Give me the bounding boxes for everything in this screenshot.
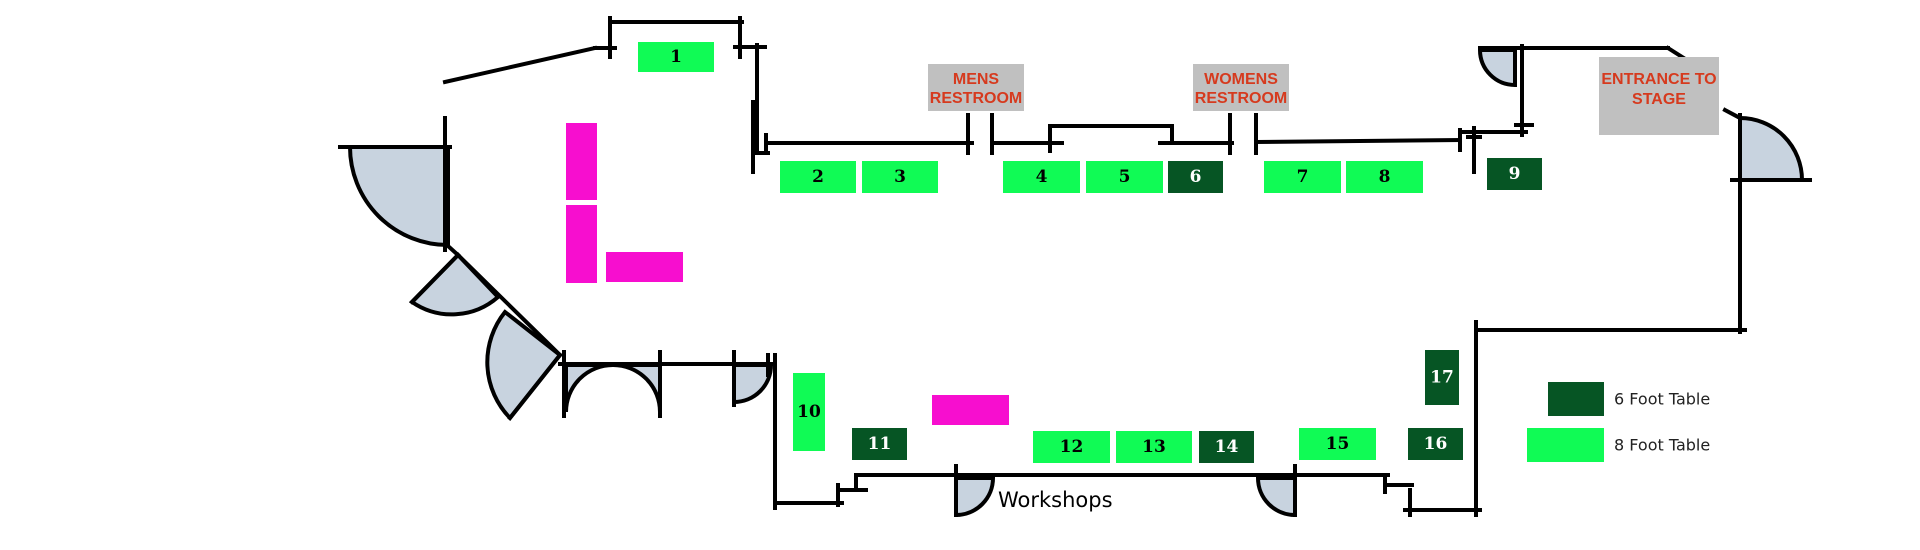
table-10 [793, 373, 825, 451]
doors [347, 48, 1517, 518]
table-number-label: 12 [1060, 437, 1084, 457]
table-15 [1299, 428, 1376, 460]
table-number-label: 2 [812, 167, 824, 187]
legend-swatch-six-foot [1548, 382, 1604, 416]
table-number-label: 9 [1509, 164, 1521, 184]
legend-swatch-eight-foot [1527, 428, 1604, 462]
door-swing-south-corner [732, 363, 774, 405]
table-number-label: 10 [797, 402, 821, 422]
door-swing-workshops [954, 476, 996, 518]
table-number-label: 1 [670, 47, 682, 67]
table-number-label: 13 [1142, 437, 1166, 457]
sign-box [1599, 57, 1719, 135]
sign-box [928, 64, 1024, 111]
table-3 [862, 161, 938, 193]
table-12 [1033, 431, 1110, 463]
table-number-label: 11 [868, 434, 892, 454]
sign-text-line: RESTROOM [1195, 90, 1287, 107]
sign-text-line: MENS [953, 71, 1000, 88]
sign-text-line: STAGE [1632, 91, 1686, 108]
door-swing-sw-upper [408, 252, 501, 317]
table-number-label: 8 [1379, 167, 1391, 187]
sign-box [1193, 64, 1289, 111]
table-8 [1346, 161, 1423, 193]
table-4 [1003, 161, 1080, 193]
table-17 [1425, 350, 1459, 405]
table-11 [852, 428, 907, 460]
table-1 [638, 42, 714, 72]
door-swing-south-left [564, 363, 614, 413]
magenta-block [932, 395, 1009, 425]
walls [338, 16, 1812, 517]
table-5 [1086, 161, 1163, 193]
workshops-label: Workshops [998, 488, 1113, 512]
table-6 [1168, 161, 1223, 193]
table-number-label: 4 [1036, 167, 1048, 187]
room-sign-mens: MENS RESTROOM [928, 64, 1024, 111]
magenta-block [566, 123, 597, 200]
magenta-block [606, 252, 683, 282]
table-14 [1199, 431, 1254, 463]
table-number-label: 5 [1119, 167, 1131, 187]
table-number-label: 7 [1297, 167, 1309, 187]
legend-label-eight-foot: 8 Foot Table [1614, 436, 1710, 455]
magenta-blocks [566, 123, 1009, 425]
sign-text-line: RESTROOM [930, 90, 1022, 107]
door-swing-sw-lower [485, 309, 563, 422]
door-swing-west [347, 145, 450, 248]
room-sign-stage: ENTRANCE TO STAGE [1599, 57, 1719, 135]
door-swing-east [1738, 115, 1805, 182]
table-9 [1487, 158, 1542, 190]
table-2 [780, 161, 856, 193]
door-swing-south-right [612, 363, 662, 413]
table-number-label: 3 [894, 167, 906, 187]
sign-text-line: WOMENS [1204, 71, 1278, 88]
magenta-block [566, 205, 597, 283]
legend-label-six-foot: 6 Foot Table [1614, 390, 1710, 409]
table-number-label: 6 [1190, 167, 1202, 187]
table-number-label: 14 [1215, 437, 1239, 457]
table-7 [1264, 161, 1341, 193]
sign-text-line: ENTRANCE TO [1601, 71, 1716, 88]
legend: 6 Foot Table 8 Foot Table [1527, 382, 1710, 462]
room-sign-womens: WOMENS RESTROOM [1193, 64, 1289, 111]
door-swing-north [1477, 48, 1517, 88]
door-swing-bottom-right [1255, 476, 1297, 518]
table-13 [1116, 431, 1192, 463]
table-16 [1408, 428, 1463, 460]
table-number-label: 15 [1326, 434, 1350, 454]
table-number-label: 17 [1430, 368, 1454, 388]
table-number-label: 16 [1424, 434, 1448, 454]
